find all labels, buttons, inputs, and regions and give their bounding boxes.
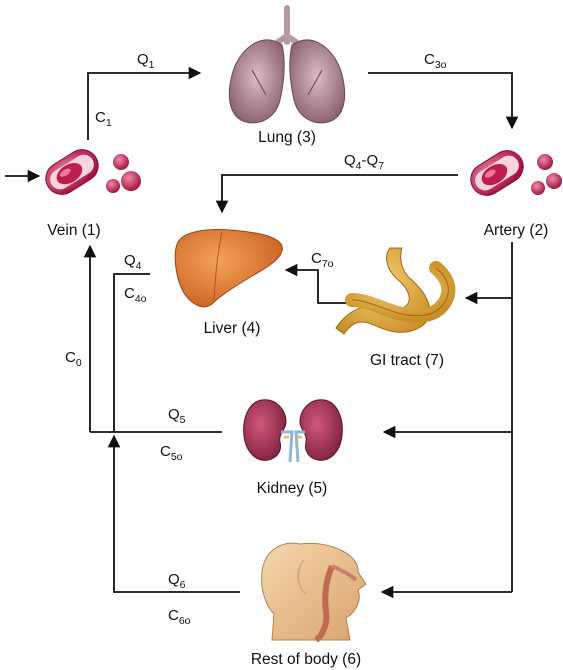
artery-icon: [465, 145, 562, 202]
lung-icon: [229, 8, 344, 123]
q6-label: Q6: [168, 571, 186, 591]
c3o-label: C3o: [424, 51, 447, 71]
vein-label: Vein (1): [47, 222, 100, 239]
q5-label: Q5: [168, 406, 186, 426]
artery-to-liver-arrow: [222, 175, 458, 212]
artery-label: Artery (2): [484, 222, 549, 239]
c0-label: C0: [65, 349, 82, 369]
lung-to-artery-arrow: [368, 73, 512, 128]
rest-of-body-label: Rest of body (6): [251, 651, 361, 668]
kidney-icon: [244, 400, 343, 462]
c5o-label: C5o: [160, 443, 183, 463]
head-icon: [262, 543, 366, 640]
gi-tract-icon: [336, 248, 448, 334]
c4o-label: C4o: [124, 285, 147, 305]
vein-icon: [40, 144, 141, 201]
gi-tract-label: GI tract (7): [370, 352, 444, 369]
q4-label: Q4: [124, 252, 142, 272]
q4-q7-label: Q4-Q7: [344, 152, 384, 172]
q1-label: Q1: [137, 51, 155, 71]
lung-label: Lung (3): [258, 129, 316, 146]
kidney-label: Kidney (5): [257, 480, 328, 497]
liver-icon: [175, 230, 282, 307]
c1-label: C1: [95, 109, 112, 129]
c6o-label: C6o: [168, 607, 191, 627]
liver-label: Liver (4): [204, 320, 261, 337]
gi-to-liver-arrow: [286, 270, 346, 303]
c7o-label: C7o: [311, 250, 334, 270]
vein-to-lung-arrow: [88, 73, 200, 140]
